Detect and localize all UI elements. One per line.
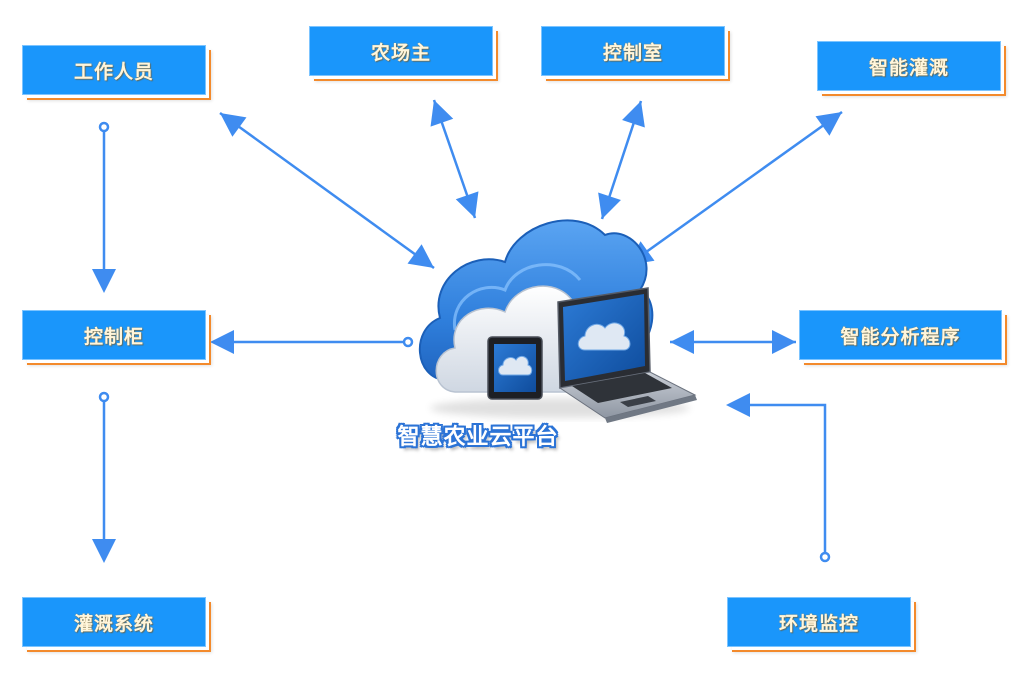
connector-smart-analysis-platform-arrowhead-start xyxy=(670,330,694,354)
connector-platform-cabinet-origin xyxy=(402,336,414,348)
connector-control-room-platform-arrowhead-start xyxy=(622,101,645,128)
node-label: 智能分析程序 xyxy=(840,325,961,348)
node-label: 控制柜 xyxy=(83,325,144,348)
connector-staff-platform-arrowhead-end xyxy=(407,244,434,268)
node-smart-irrigation[interactable]: 智能灌溉 xyxy=(817,41,1001,91)
connector-smart-irrigation-platform-arrowhead-start xyxy=(815,112,842,136)
node-farm-owner[interactable]: 农场主 xyxy=(309,26,493,76)
connector-farm-owner-platform-arrowhead-end xyxy=(455,191,479,218)
node-smart-analysis[interactable]: 智能分析程序 xyxy=(799,310,1002,360)
node-label: 农场主 xyxy=(370,41,431,64)
platform-title: 智慧农业云平台 xyxy=(397,425,559,450)
connector-env-platform-origin xyxy=(819,551,831,563)
cloud-platform-illustration xyxy=(418,219,697,423)
node-control-cabinet[interactable]: 控制柜 xyxy=(22,310,206,360)
connector-smart-analysis-platform-arrowhead-end xyxy=(772,330,796,354)
connector-control-room-platform-arrowhead-end xyxy=(598,192,621,219)
node-irrigation-system[interactable]: 灌溉系统 xyxy=(22,597,206,647)
connector-staff-platform-arrowhead-start xyxy=(220,113,247,137)
laptop-icon xyxy=(557,287,697,423)
connector-platform-cabinet-arrowhead xyxy=(210,330,234,354)
connector-staff-platform-line xyxy=(219,111,435,270)
connector-staff-cabinet-origin xyxy=(98,121,110,133)
node-label: 工作人员 xyxy=(73,60,154,83)
connector-cabinet-irrigation-origin xyxy=(98,391,110,403)
node-staff[interactable]: 工作人员 xyxy=(22,45,206,95)
connector-smart-irrigation-platform-line xyxy=(627,110,843,267)
connector-farm-owner-platform-arrowhead-start xyxy=(430,100,454,127)
node-label: 控制室 xyxy=(602,41,663,64)
node-label: 灌溉系统 xyxy=(73,612,154,635)
connector-cabinet-irrigation-arrowhead xyxy=(92,539,116,563)
connector-env-platform-line xyxy=(746,403,827,557)
connector-env-platform-arrowhead xyxy=(726,393,750,417)
node-control-room[interactable]: 控制室 xyxy=(541,26,725,76)
node-label: 环境监控 xyxy=(778,612,859,635)
tablet-icon xyxy=(487,336,543,400)
node-label: 智能灌溉 xyxy=(868,56,949,79)
connector-staff-cabinet-arrowhead xyxy=(92,269,116,293)
node-env-monitoring[interactable]: 环境监控 xyxy=(727,597,911,647)
